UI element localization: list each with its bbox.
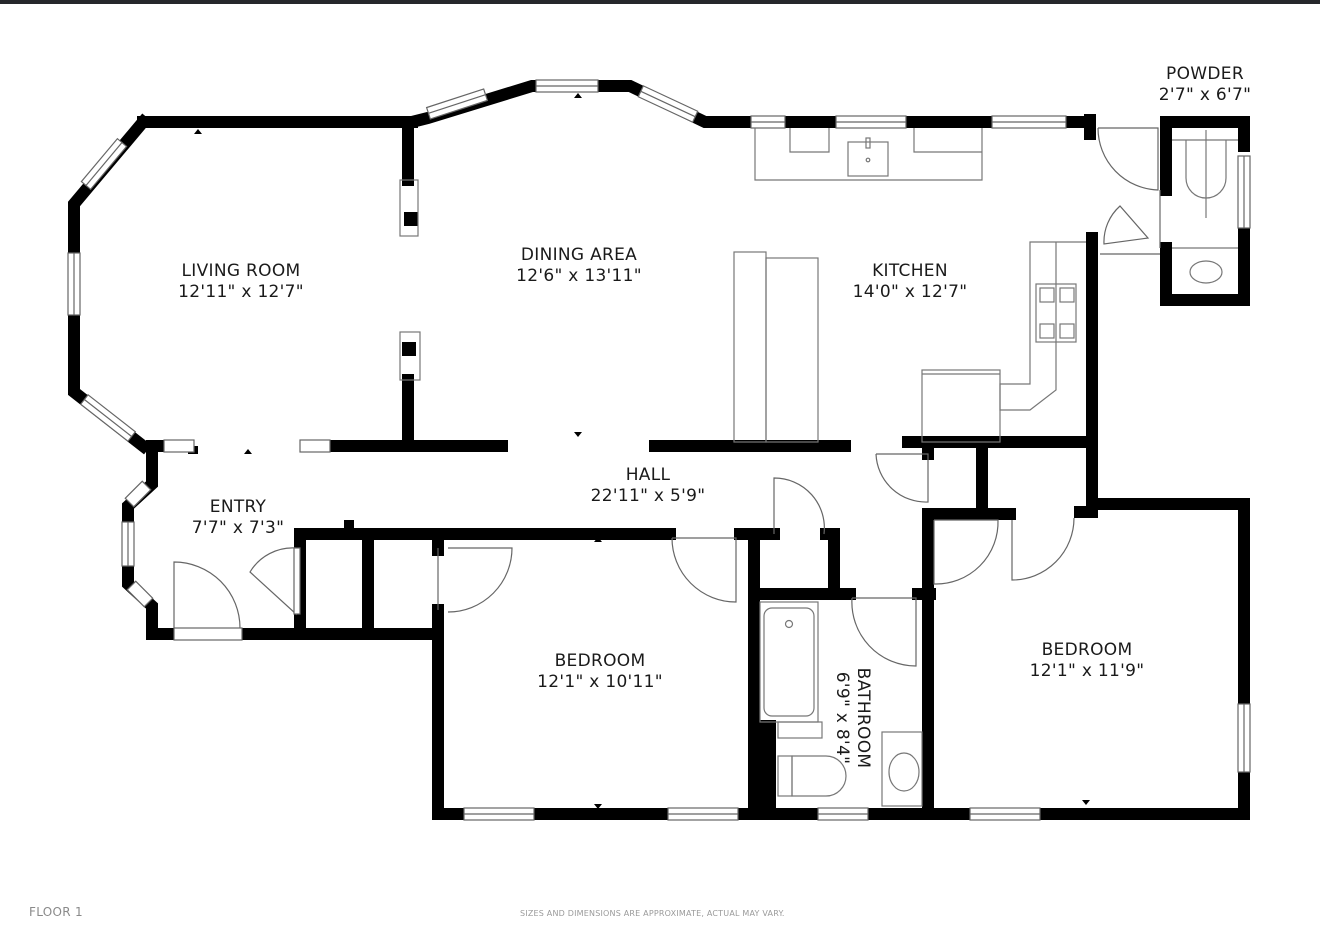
room-bathroom[interactable]: BATHROOM 6'9" x 8'4" (831, 638, 873, 798)
room-dining-area[interactable]: DINING AREA 12'6" x 13'11" (516, 245, 642, 287)
bath-fixtures (759, 130, 1238, 807)
room-dimensions: 12'11" x 12'7" (178, 282, 304, 302)
room-name: BEDROOM (554, 651, 646, 671)
top-bar (0, 0, 1320, 4)
room-name: POWDER (1166, 64, 1244, 84)
doors (173, 127, 1161, 667)
room-living-room[interactable]: LIVING ROOM 12'11" x 12'7" (178, 261, 304, 303)
room-dimensions: 14'0" x 12'7" (852, 282, 968, 302)
windows (67, 79, 1251, 821)
kitchen-fixtures (733, 128, 1086, 443)
room-name: BEDROOM (1041, 640, 1133, 660)
room-dimensions: 12'1" x 10'11" (537, 672, 663, 692)
room-dimensions: 6'9" x 8'4" (832, 671, 852, 765)
room-dimensions: 12'6" x 13'11" (516, 266, 642, 286)
room-bedroom-1[interactable]: BEDROOM 12'1" x 10'11" (537, 651, 663, 693)
room-hall[interactable]: HALL 22'11" x 5'9" (591, 465, 706, 507)
room-powder[interactable]: POWDER 2'7" x 6'7" (1159, 64, 1251, 106)
room-name: BATHROOM (853, 667, 873, 769)
room-name: ENTRY (209, 497, 267, 517)
room-kitchen[interactable]: KITCHEN 14'0" x 12'7" (853, 261, 968, 303)
room-dimensions: 22'11" x 5'9" (590, 486, 706, 506)
room-name: HALL (625, 465, 671, 485)
room-dimensions: 2'7" x 6'7" (1158, 85, 1252, 105)
disclaimer: SIZES AND DIMENSIONS ARE APPROXIMATE, AC… (520, 909, 785, 918)
floor-label: FLOOR 1 (29, 905, 83, 919)
room-entry[interactable]: ENTRY 7'7" x 7'3" (192, 497, 284, 539)
room-bedroom-2[interactable]: BEDROOM 12'1" x 11'9" (1030, 640, 1145, 682)
room-dimensions: 12'1" x 11'9" (1029, 661, 1145, 681)
room-name: DINING AREA (520, 245, 638, 265)
room-name: LIVING ROOM (181, 261, 301, 281)
room-dimensions: 7'7" x 7'3" (191, 518, 285, 538)
walls (68, 80, 1250, 820)
room-name: KITCHEN (872, 261, 948, 281)
